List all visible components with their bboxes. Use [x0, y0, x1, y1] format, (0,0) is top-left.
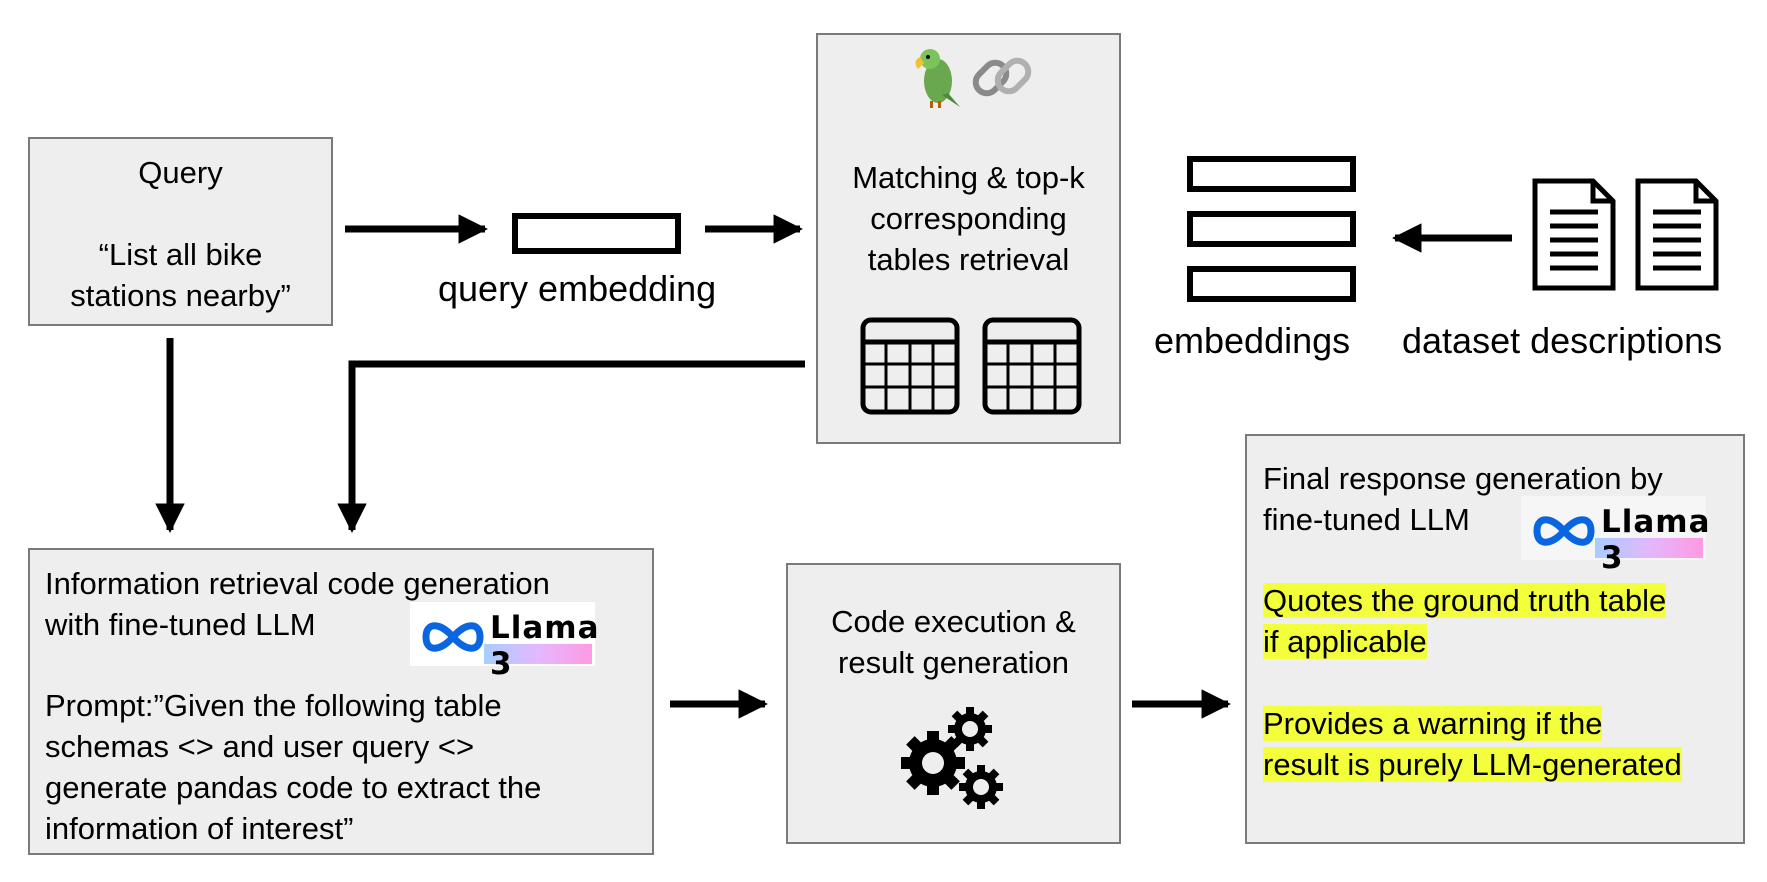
highlight-2-line1: Provides a warning if the [1263, 703, 1603, 744]
embedding-bar-3 [1187, 266, 1356, 302]
matching-line1: Matching & top-k [852, 160, 1085, 195]
codegen-line1: Information retrieval code generation [45, 566, 550, 601]
prompt-line3: generate pandas code to extract the [45, 770, 542, 805]
meta-infinity-icon [1533, 516, 1595, 546]
embedding-bar-2 [1187, 211, 1356, 247]
final-line1: Final response generation by [1263, 461, 1663, 496]
llama-3-logo: Llama 3 [1521, 496, 1710, 576]
highlight-1-line2: if applicable [1263, 621, 1427, 662]
embeddings-label: embeddings [1154, 320, 1351, 361]
meta-infinity-icon [422, 622, 484, 652]
prompt-line4: information of interest” [45, 811, 354, 846]
codegen-line2: with fine-tuned LLM [45, 607, 316, 642]
prompt-line1: Prompt:”Given the following table [45, 688, 502, 723]
final-response-box: Final response generation by fine-tuned … [1245, 434, 1745, 844]
dataset-descriptions-label: dataset descriptions [1402, 320, 1723, 361]
highlight-1-line2-text: if applicable [1263, 624, 1427, 659]
arrow-matching-to-codegen [337, 360, 805, 533]
chain-link-icon [968, 45, 1038, 109]
matching-line3: tables retrieval [867, 242, 1070, 277]
query-text-line2: stations nearby” [70, 278, 291, 313]
prompt-line2: schemas <> and user query <> [45, 729, 475, 764]
final-line2: fine-tuned LLM [1263, 502, 1470, 537]
query-embedding-bar [512, 213, 681, 254]
llama-logo-text: Llama 3 [1601, 504, 1711, 576]
llama-3-logo: Llama 3 [410, 602, 599, 682]
highlight-2-line2-text: result is purely LLM-generated [1263, 747, 1682, 782]
exec-line2: result generation [838, 645, 1069, 680]
document-icon [1635, 178, 1719, 291]
query-embedding-label: query embedding [438, 268, 717, 309]
embedding-bar-1 [1187, 156, 1356, 192]
highlight-1-line1-text: Quotes the ground truth table [1263, 583, 1667, 618]
query-box: Query “List all bike stations nearby” [28, 137, 333, 326]
parrot-icon [908, 45, 968, 109]
llama-logo-gradient [484, 644, 592, 664]
matching-box: Matching & top-k corresponding tables re… [816, 33, 1121, 444]
highlight-2-line2: result is purely LLM-generated [1263, 744, 1682, 785]
query-title: Query [138, 155, 223, 190]
highlight-2-line1-text: Provides a warning if the [1263, 706, 1603, 741]
document-icon [1532, 178, 1616, 291]
code-generation-box: Information retrieval code generation wi… [28, 548, 654, 855]
llama-logo-text: Llama 3 [490, 610, 600, 682]
llama-logo-gradient [1595, 538, 1703, 558]
matching-line2: corresponding [870, 201, 1067, 236]
highlight-1-line1: Quotes the ground truth table [1263, 580, 1667, 621]
exec-line1: Code execution & [831, 604, 1076, 639]
code-execution-box: Code execution & result generation [786, 563, 1121, 844]
query-text-line1: “List all bike [98, 237, 263, 272]
